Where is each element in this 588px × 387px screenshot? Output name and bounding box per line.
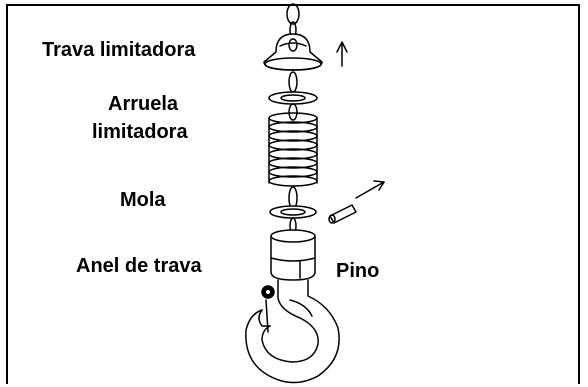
anel-de-trava-part xyxy=(269,205,317,219)
label-trava-limitadora: Trava limitadora xyxy=(42,39,196,61)
mola-part xyxy=(268,103,318,187)
top-chain xyxy=(286,3,300,39)
label-mola: Mola xyxy=(120,189,166,211)
hook-part xyxy=(245,217,340,384)
label-arruela-line2: limitadora xyxy=(92,121,188,143)
diagram-frame xyxy=(6,4,580,384)
label-arruela-line1: Arruela xyxy=(108,93,179,115)
label-pino: Pino xyxy=(336,260,380,282)
pino-part xyxy=(328,204,357,224)
label-anel-de-trava: Anel de trava xyxy=(76,255,202,277)
chain-link xyxy=(288,71,298,93)
arruela-limitadora-part xyxy=(268,91,318,105)
up-arrow xyxy=(336,41,348,67)
pin-direction-arrow xyxy=(355,180,385,199)
trava-limitadora-part xyxy=(263,33,323,71)
